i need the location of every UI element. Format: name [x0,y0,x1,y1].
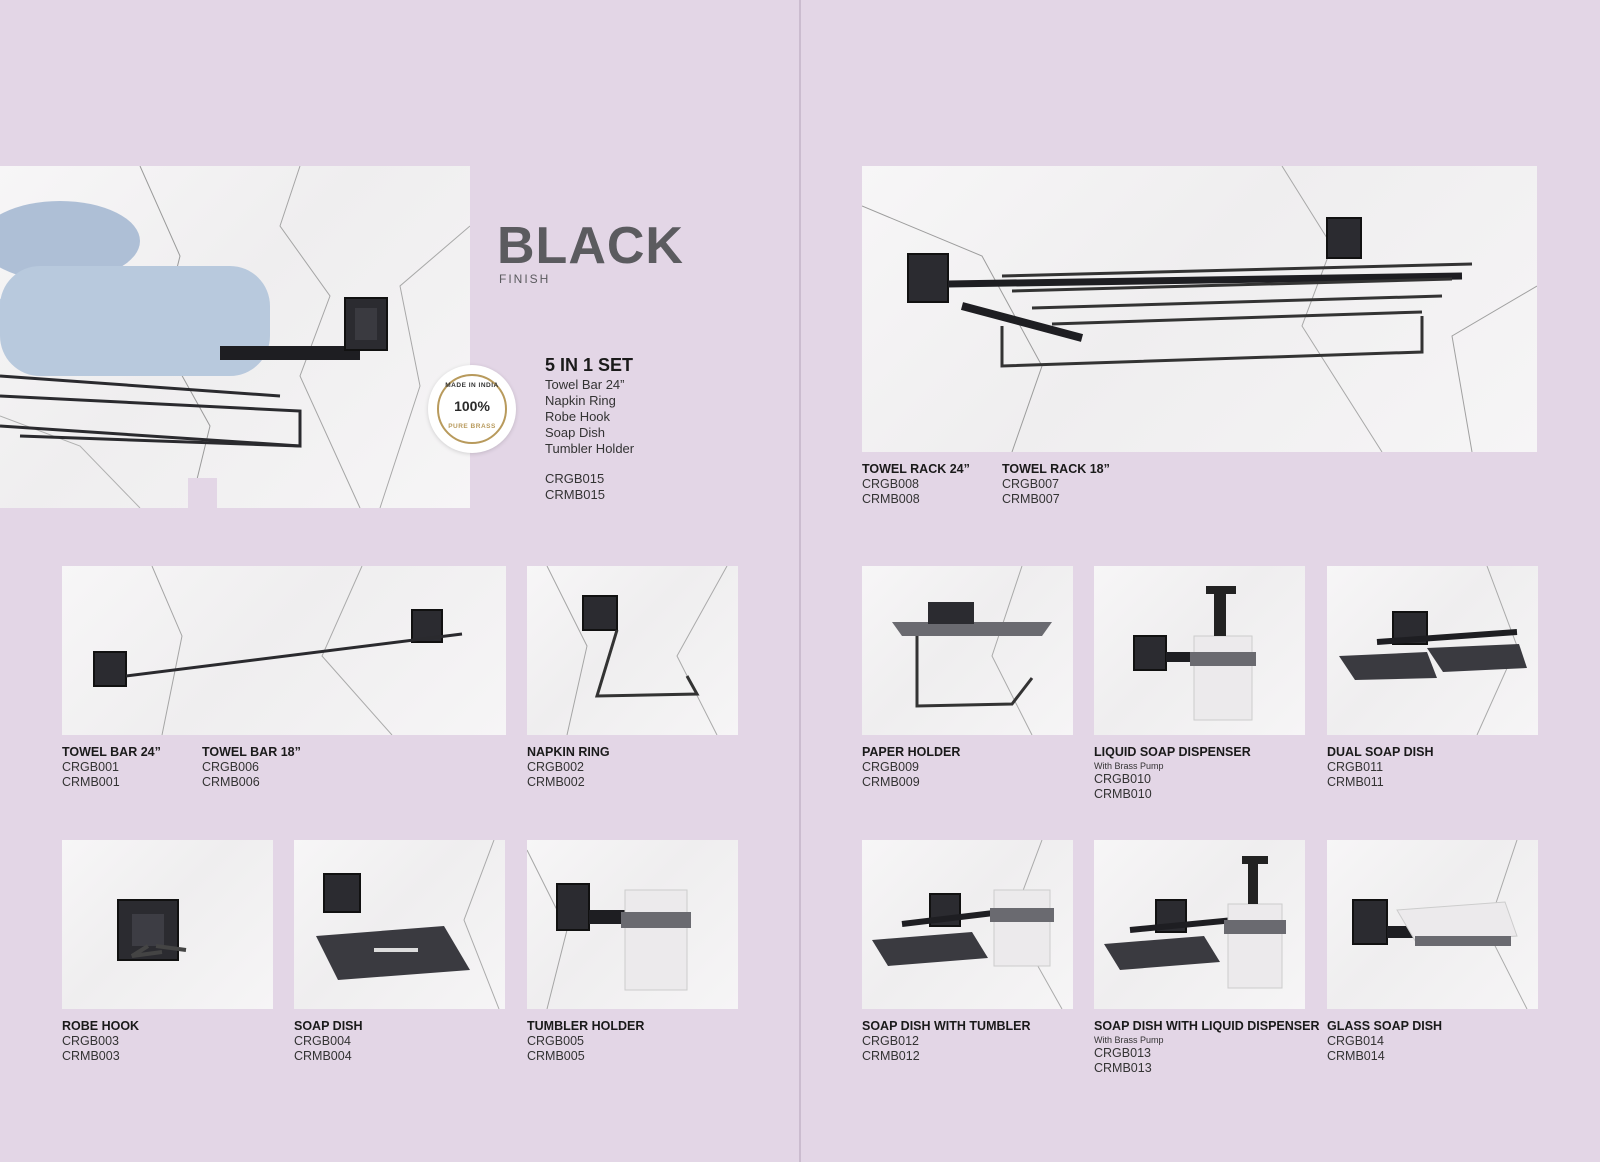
label-towel-bar-24: TOWEL BAR 24” CRGB001 CRMB001 [62,745,161,789]
set-item: Napkin Ring [545,393,616,408]
photo-liquid-soap-dispenser [1094,566,1305,735]
soap-dish-with-liquid-dispenser-illustration [1104,856,1286,989]
brand-block: BLACK FINISH [497,220,684,286]
set-info: 5 IN 1 SET Towel Bar 24” Napkin Ring Rob… [545,355,635,503]
set-item: Towel Bar 24” [545,377,625,392]
soap-dish-illustration [316,873,470,980]
brand-title: BLACK [497,217,684,275]
towel-rack-illustration [907,217,1473,368]
label-dual-soap-dish: DUAL SOAP DISH CRGB011 CRMB011 [1327,745,1434,789]
label-soap-dish: SOAP DISH CRGB004 CRMB004 [294,1019,363,1063]
hero-notch [188,478,217,508]
photo-paper-holder [862,566,1073,735]
photo-soap-dish-with-liquid-dispenser [1094,840,1305,1009]
photo-dual-soap-dish [1327,566,1538,735]
paper-holder-illustration [892,602,1052,708]
label-soap-dish-with-tumbler: SOAP DISH WITH TUMBLER CRGB012 CRMB012 [862,1019,1031,1063]
set-item: Robe Hook [545,409,611,424]
set-item: Soap Dish [545,425,605,440]
set-heading: 5 IN 1 SET [545,355,634,375]
label-towel-rack-24: TOWEL RACK 24” CRGB008 CRMB008 [862,462,970,506]
dual-soap-dish-illustration [1339,611,1527,680]
photo-napkin-ring [527,566,738,735]
brand-subtitle: FINISH [499,272,551,286]
set-item: Tumbler Holder [545,441,635,456]
set-code: CRGB015 [545,471,605,486]
towel-shelf-illustration [0,201,388,448]
hero-photo-5-in-1-set [0,166,470,508]
photo-soap-dish [294,840,505,1009]
photo-glass-soap-dish [1327,840,1538,1009]
label-tumbler-holder: TUMBLER HOLDER CRGB005 CRMB005 [527,1019,645,1063]
robe-hook-illustration [117,899,187,961]
liquid-soap-dispenser-illustration [1133,586,1256,721]
page-spine [799,0,801,1162]
label-robe-hook: ROBE HOOK CRGB003 CRMB003 [62,1019,140,1063]
label-paper-holder: PAPER HOLDER CRGB009 CRMB009 [862,745,961,789]
label-napkin-ring: NAPKIN RING CRGB002 CRMB002 [527,745,610,789]
photo-towel-bar [62,566,506,735]
made-in-india-seal: MADE IN INDIA 100% PURE BRASS [428,365,516,453]
seal-top-text: MADE IN INDIA [445,382,499,389]
photo-tumbler-holder [527,840,738,1009]
label-towel-rack-18: TOWEL RACK 18” CRGB007 CRMB007 [1002,462,1110,506]
towel-bar-illustration [93,609,463,687]
seal-bottom-text: PURE BRASS [448,423,496,430]
photo-towel-rack [862,166,1537,452]
label-liquid-soap-dispenser: LIQUID SOAP DISPENSER With Brass Pump CR… [1094,745,1251,801]
seal-center-text: 100% [454,398,490,414]
napkin-ring-illustration [582,595,700,698]
label-glass-soap-dish: GLASS SOAP DISH CRGB014 CRMB014 [1327,1019,1443,1063]
soap-dish-with-tumbler-illustration [872,889,1054,967]
tumbler-holder-illustration [556,883,691,991]
label-towel-bar-18: TOWEL BAR 18” CRGB006 CRMB006 [202,745,301,789]
photo-soap-dish-with-tumbler [862,840,1073,1009]
set-code: CRMB015 [545,487,605,502]
glass-soap-dish-illustration [1352,899,1518,946]
label-soap-dish-with-liquid-dispenser: SOAP DISH WITH LIQUID DISPENSER With Bra… [1094,1019,1320,1075]
photo-robe-hook [62,840,273,1009]
